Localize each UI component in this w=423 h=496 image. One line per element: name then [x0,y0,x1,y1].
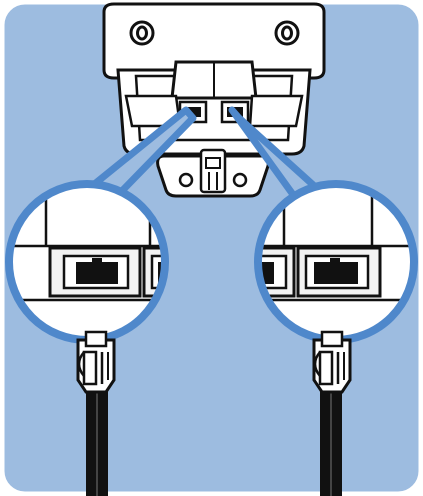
telephone-cord-right-icon [320,388,342,496]
magnified-jack-left-icon [5,180,169,344]
telephone-cord-left-icon [86,388,108,496]
rj11-plug-right-icon [312,330,352,394]
mounting-hole-left-icon [129,20,155,46]
magnified-jack-right-icon [254,180,418,344]
rj11-plug-left-icon [76,330,116,394]
cord-clip-icon [199,148,227,194]
mounting-hole-right-icon [274,20,300,46]
